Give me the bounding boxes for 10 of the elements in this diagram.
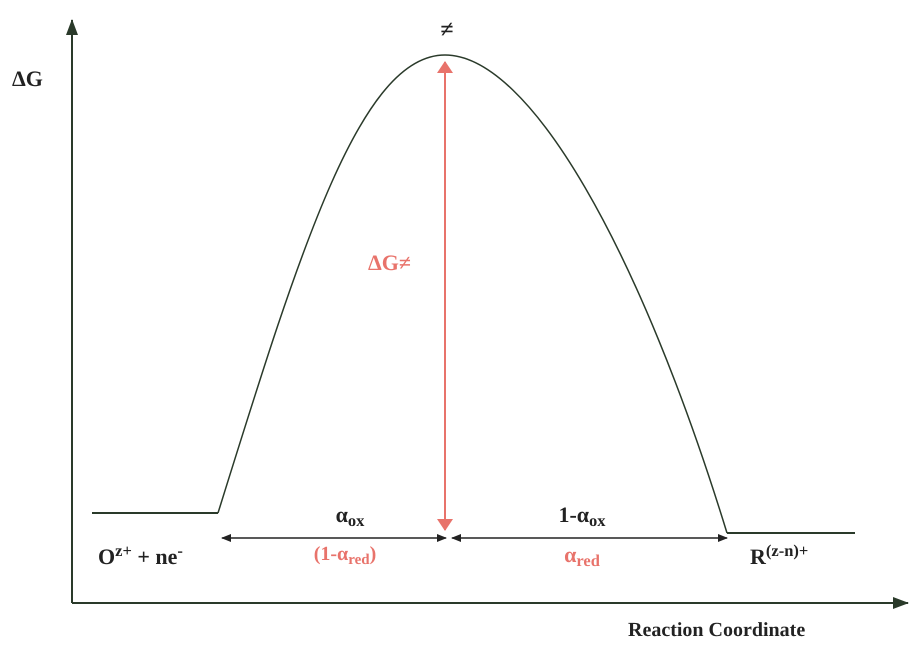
fraction-label: 1-α$_{ox}$ xyxy=(558,504,606,526)
product-label: R$^{(z-n)+}$ xyxy=(750,546,808,568)
transition-state-mark: ≠ xyxy=(440,18,454,42)
fraction-label: (1-α$_{red}$) xyxy=(314,544,376,564)
axis-title: Reaction Coordinate xyxy=(628,620,806,640)
fraction-label: α$_{ox}$ xyxy=(336,504,364,526)
fraction-label: α$_{red}$ xyxy=(564,544,600,566)
reactant-label: O$^{z+}$ + ne$^{-}$ xyxy=(98,546,183,568)
activation-energy-label: ΔG≠ xyxy=(368,252,411,274)
axis-title: ΔG xyxy=(12,68,43,90)
